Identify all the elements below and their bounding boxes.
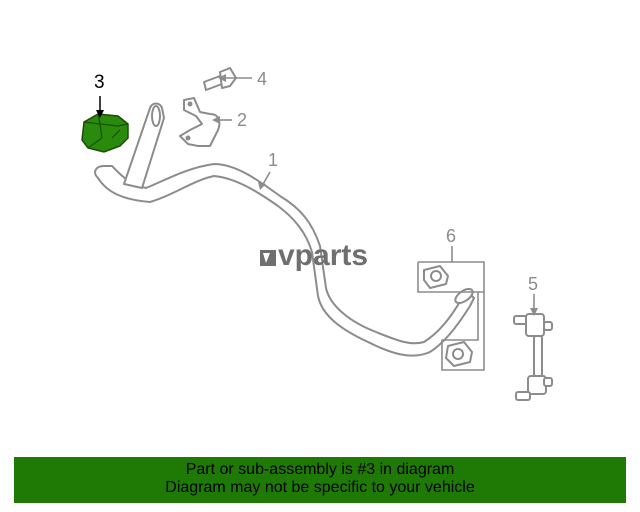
stabilizer-link [513,313,553,401]
banner-line-1: Part or sub-assembly is #3 in diagram [185,461,455,478]
info-banner: Part or sub-assembly is #3 in diagram Di… [14,457,626,503]
bushing-highlighted[interactable] [81,113,129,153]
callout-1: 1 [268,150,278,170]
callout-5: 5 [528,274,538,294]
watermark-text: vparts [278,239,368,272]
bracket [179,97,221,147]
watermark-logo: vparts [260,239,368,272]
callout-6: 6 [446,226,456,246]
banner-line-2: Diagram may not be specific to your vehi… [165,479,475,496]
callout-3: 3 [94,72,105,93]
leader-lines [96,74,538,316]
bushing-kit [417,261,485,371]
callout-2: 2 [237,110,247,130]
stabilizer-bar [94,102,475,357]
callout-4: 4 [257,69,267,89]
